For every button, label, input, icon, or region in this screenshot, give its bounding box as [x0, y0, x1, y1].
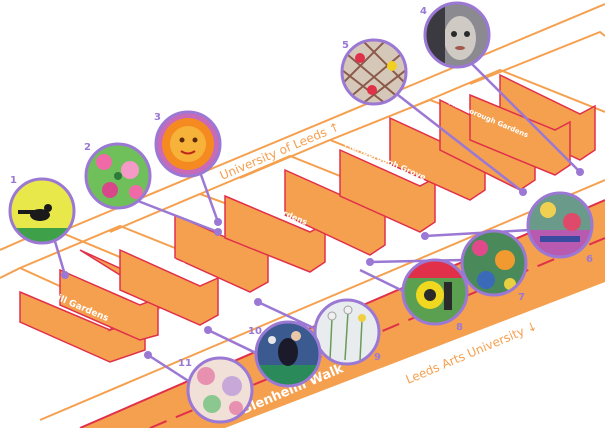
- arrow-up-icon: ↑: [327, 120, 342, 137]
- house-rows: [19, 73, 596, 363]
- mural-number-3: 3: [154, 112, 161, 123]
- mural-pointer-lines: [52, 61, 581, 384]
- mural-3[interactable]: 3: [154, 110, 222, 178]
- mural-4[interactable]: 4: [420, 1, 491, 69]
- mural-number-11: 11: [178, 358, 192, 369]
- mural-number-9: 9: [374, 352, 381, 363]
- mural-2[interactable]: 2: [84, 142, 152, 210]
- mural-10[interactable]: 10: [248, 320, 322, 388]
- mural-pointer-dots: [61, 168, 584, 359]
- mural-number-6: 6: [586, 254, 593, 265]
- mural-number-4: 4: [420, 6, 427, 17]
- mural-9[interactable]: 9: [313, 298, 381, 366]
- mural-number-8: 8: [456, 322, 463, 333]
- label-university-of-leeds: University of Leeds ↑: [218, 120, 342, 183]
- mural-8[interactable]: 8: [401, 258, 469, 333]
- arrow-down-icon: ↓: [524, 319, 539, 336]
- bottom-road-line: [39, 179, 605, 421]
- mural-11[interactable]: 11: [178, 356, 254, 424]
- mural-number-10: 10: [248, 326, 262, 337]
- mural-5[interactable]: 5: [340, 38, 408, 106]
- mural-7[interactable]: 7: [460, 229, 528, 303]
- mural-number-7: 7: [518, 292, 525, 303]
- mural-number-5: 5: [342, 40, 349, 51]
- mural-number-2: 2: [84, 142, 91, 153]
- mural-number-1: 1: [10, 175, 17, 186]
- mural-1[interactable]: 1: [8, 175, 76, 245]
